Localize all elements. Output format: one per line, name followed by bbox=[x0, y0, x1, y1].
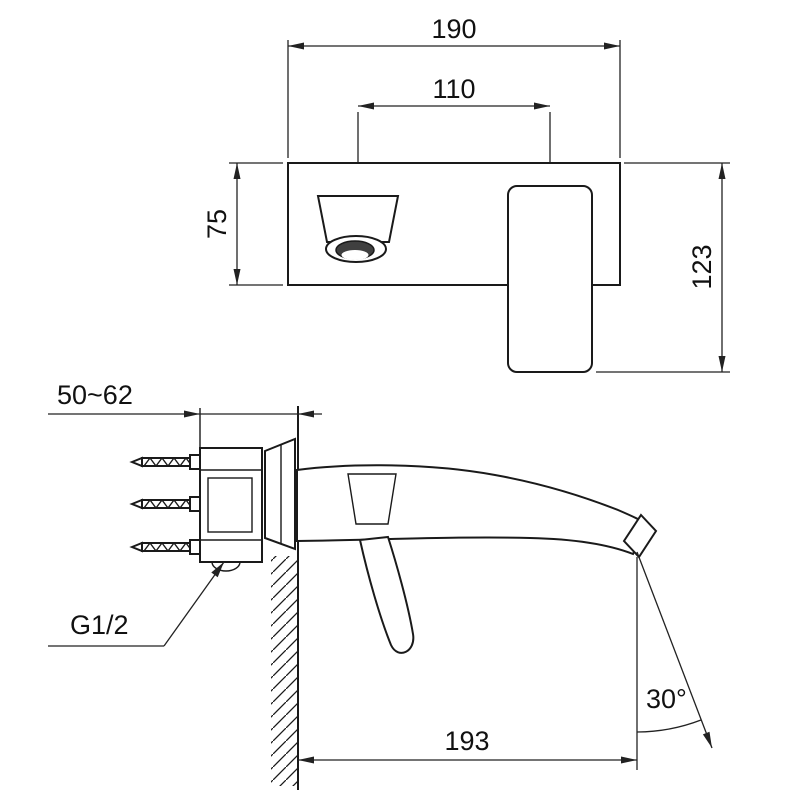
escutcheon-flange bbox=[264, 437, 296, 551]
arrowhead bbox=[233, 163, 241, 179]
dim-spout-to-handle: 110 bbox=[357, 74, 551, 194]
cartridge-housing bbox=[207, 477, 253, 533]
valve-body bbox=[199, 447, 263, 563]
dim-total-width: 190 bbox=[287, 14, 621, 158]
handle-plan bbox=[507, 185, 593, 373]
screw-tip bbox=[129, 456, 143, 468]
arrowhead bbox=[534, 102, 550, 110]
arrowhead bbox=[358, 102, 374, 110]
dim-total-width-label: 190 bbox=[431, 14, 476, 44]
arrowhead bbox=[604, 42, 620, 50]
arrowhead bbox=[621, 756, 637, 764]
arrowhead bbox=[702, 731, 712, 748]
spout-body-plan bbox=[316, 195, 400, 243]
arrowhead bbox=[233, 269, 241, 285]
arrowhead bbox=[211, 562, 224, 578]
screw-tip bbox=[129, 541, 143, 553]
arrowhead bbox=[298, 756, 314, 764]
dim-wall-depth-label: 50~62 bbox=[57, 380, 133, 410]
screw bbox=[129, 454, 203, 470]
dim-spout-to-handle-label: 110 bbox=[432, 74, 475, 104]
handle-lever bbox=[358, 535, 415, 654]
dim-spout-reach-label: 193 bbox=[444, 726, 489, 756]
screw-thread bbox=[143, 456, 193, 468]
screw bbox=[129, 496, 203, 512]
callout-leader bbox=[163, 561, 225, 647]
thread-label: G1/2 bbox=[70, 610, 129, 640]
spout-plan bbox=[316, 195, 400, 263]
arrowhead bbox=[184, 410, 200, 418]
dim-overall-height-label: 123 bbox=[687, 244, 717, 289]
dim-spout-reach: 193 bbox=[298, 726, 637, 764]
flow-angle: 30° bbox=[636, 551, 713, 770]
wall-hatching bbox=[271, 556, 298, 786]
mounting-screws bbox=[129, 454, 203, 555]
dim-plate-height-label: 75 bbox=[202, 209, 232, 239]
screw bbox=[129, 539, 203, 555]
screw-tip bbox=[129, 498, 143, 510]
arrowhead bbox=[718, 163, 726, 179]
spout-side-profile bbox=[296, 464, 649, 556]
flow-direction-line bbox=[636, 551, 713, 749]
screw-thread bbox=[143, 498, 193, 510]
screw-thread bbox=[143, 541, 193, 553]
arrowhead bbox=[718, 356, 726, 372]
arrowhead bbox=[298, 410, 314, 418]
dim-plate-height: 75 bbox=[202, 162, 283, 286]
handle-base bbox=[347, 473, 397, 525]
rough-in-valve-body bbox=[199, 447, 263, 572]
inlet-elbow bbox=[211, 561, 241, 572]
angle-arc bbox=[636, 719, 702, 733]
dim-wall-depth-range: 50~62 bbox=[48, 380, 322, 418]
spout-outlet-highlight bbox=[341, 250, 369, 260]
dim-overall-height: 123 bbox=[596, 162, 730, 373]
arrowhead bbox=[288, 42, 304, 50]
top-view-plan: 190 110 75 123 bbox=[202, 14, 730, 373]
thread-callout: G1/2 bbox=[48, 561, 225, 647]
side-view-section: 50~62 bbox=[48, 380, 713, 790]
escutcheon bbox=[264, 437, 296, 551]
flow-angle-label: 30° bbox=[646, 684, 687, 714]
